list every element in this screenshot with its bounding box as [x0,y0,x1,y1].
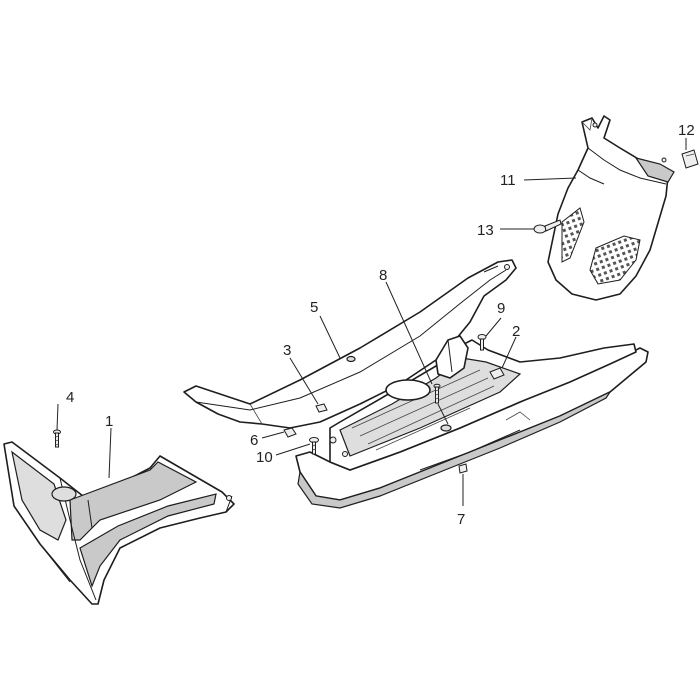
part-1-leg-shield-inner [3,441,235,605]
callout-8: 8 [379,267,387,284]
screw-10 [309,437,319,455]
callout-3: 3 [283,342,291,359]
callout-11: 11 [500,172,516,189]
clip-nut-2 [489,367,505,380]
callout-labels: 1 2 3 4 5 6 7 8 9 10 11 12 13 [66,122,695,528]
callout-9: 9 [497,300,505,317]
callout-10: 10 [256,449,273,466]
screw-4 [53,429,61,448]
callout-4: 4 [66,389,74,406]
callout-2: 2 [512,323,520,340]
callout-12: 12 [678,122,695,139]
callout-13: 13 [477,222,494,239]
screw-9 [477,334,487,351]
leader-lines [56,138,687,506]
screw-8 [433,383,441,404]
clip-7 [458,463,468,474]
callout-1: 1 [105,413,113,430]
callout-6: 6 [250,432,258,449]
callout-5: 5 [310,299,318,316]
callout-7: 7 [457,511,465,528]
clip-3 [315,403,328,413]
clip-nut-12 [681,149,699,169]
part-11-tunnel-cover [547,115,675,301]
clip-6 [283,427,297,438]
part-7-floor-pan [295,335,649,509]
